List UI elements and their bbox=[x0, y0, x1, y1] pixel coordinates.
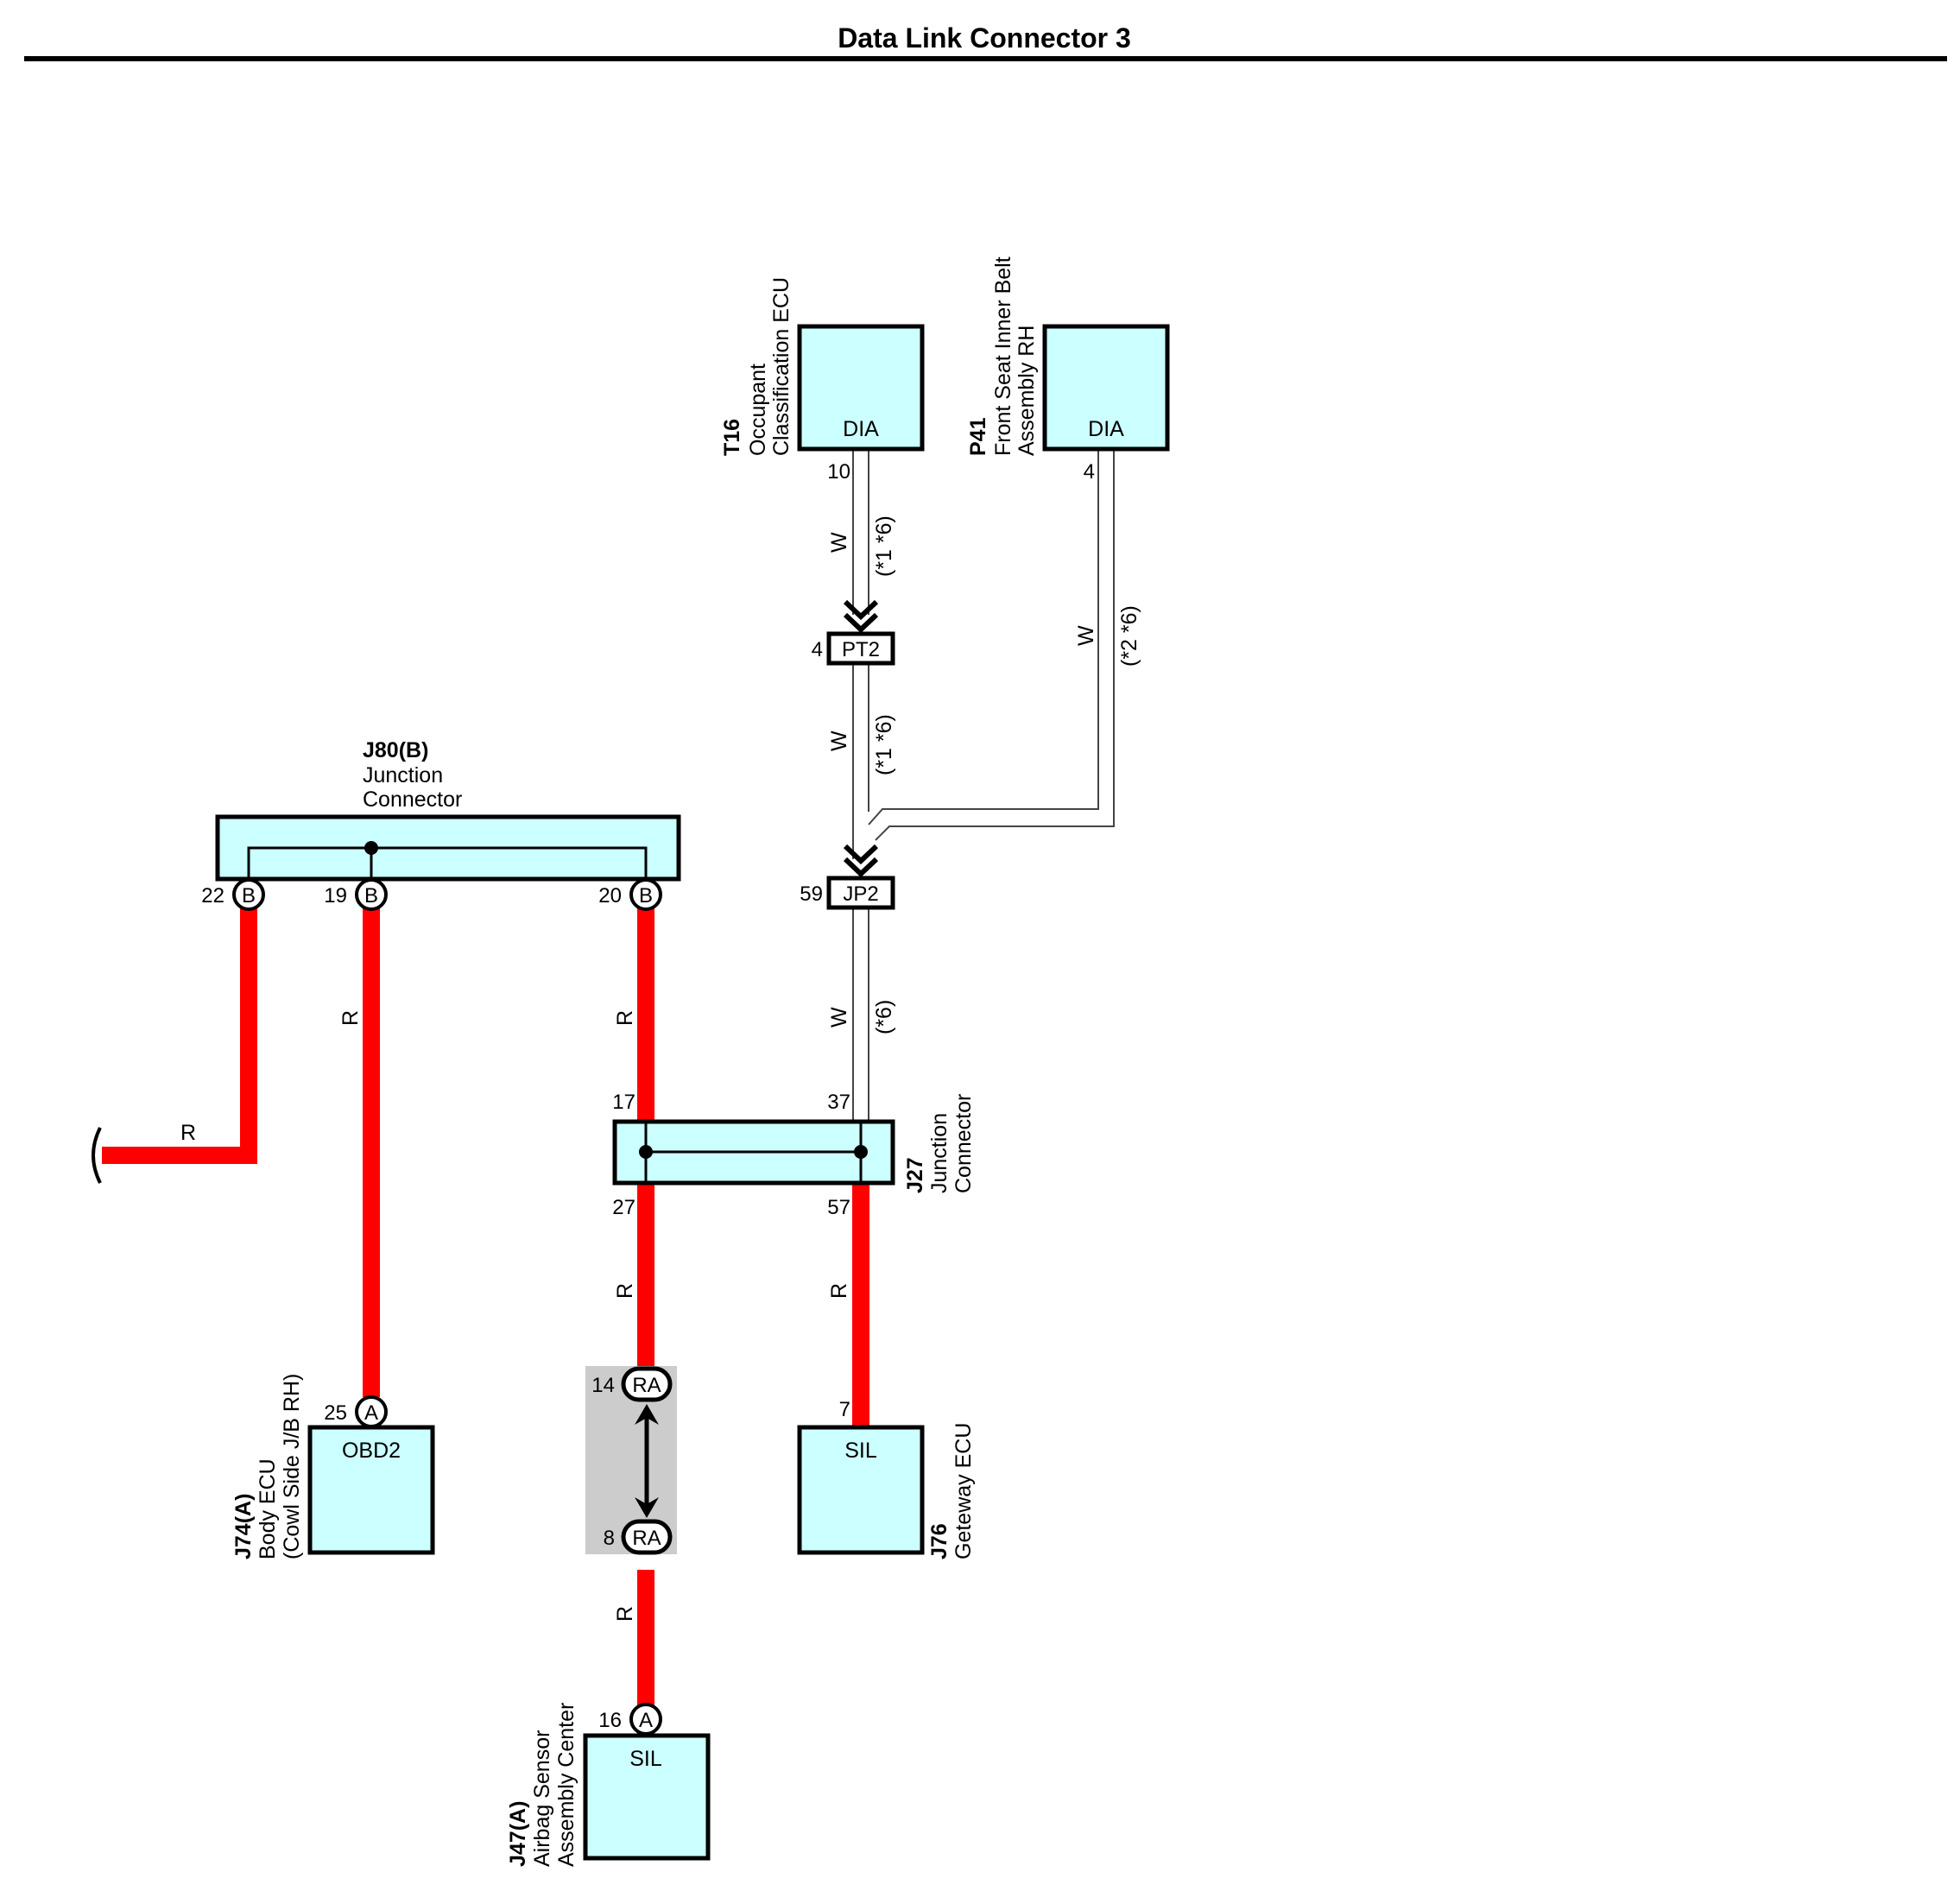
t16-id: T16 bbox=[720, 419, 744, 456]
j27-pin: 27 bbox=[612, 1196, 635, 1219]
wire-break-mark bbox=[92, 1127, 102, 1184]
j74-component-box bbox=[307, 1425, 435, 1555]
wire-condition: (*2 *6) bbox=[1117, 605, 1141, 667]
j47-pin-marker bbox=[629, 1703, 662, 1736]
j74-id: J74(A) bbox=[231, 1494, 256, 1559]
j76-terminal: SIL bbox=[844, 1439, 877, 1463]
connector-arrows bbox=[843, 599, 879, 878]
p41-component-box bbox=[1042, 324, 1170, 452]
p41-terminal: DIA bbox=[1088, 417, 1124, 441]
j80-pin-letter: B bbox=[242, 884, 256, 908]
p41-name-1: Front Seat Inner Belt bbox=[991, 256, 1015, 456]
j76-id: J76 bbox=[927, 1523, 952, 1559]
j80-name-1: Junction bbox=[363, 763, 443, 787]
j76-pin: 7 bbox=[839, 1398, 850, 1421]
pt2-pin: 4 bbox=[812, 638, 823, 661]
j80-splice-dot bbox=[364, 841, 378, 855]
wire-color-r: R bbox=[338, 1010, 363, 1026]
j47-id: J47(A) bbox=[506, 1801, 530, 1867]
j47-pin-letter: A bbox=[639, 1709, 653, 1732]
ra-label: RA bbox=[632, 1527, 661, 1550]
ra-arrow-up bbox=[635, 1404, 659, 1425]
j76-component-box bbox=[797, 1425, 925, 1555]
jp2-label: JP2 bbox=[843, 882, 878, 906]
t16-name-1: Occupant bbox=[746, 364, 770, 456]
j27-splice-dot bbox=[854, 1145, 868, 1159]
j80-pin-number: 20 bbox=[598, 884, 622, 908]
pt2-connector bbox=[826, 631, 895, 666]
wire-condition: (*1 *6) bbox=[872, 714, 896, 775]
j76-name-1: Geteway ECU bbox=[952, 1423, 976, 1559]
j27-name-2: Connector bbox=[952, 1094, 976, 1193]
wire-color-w: W bbox=[1074, 625, 1098, 646]
wire-condition: (*1 *6) bbox=[872, 515, 896, 577]
j47-name-1: Airbag Sensor bbox=[530, 1730, 554, 1867]
ra-arrow-down bbox=[635, 1497, 659, 1518]
j80-pin-20: B 20 bbox=[598, 878, 662, 911]
j80-pin-letter: B bbox=[639, 884, 653, 908]
wire-color-r: R bbox=[180, 1121, 196, 1145]
j74-terminal: OBD2 bbox=[342, 1439, 401, 1463]
j47-pin: 16 bbox=[598, 1709, 622, 1732]
jp2-connector bbox=[826, 876, 895, 910]
ra-pin: 14 bbox=[591, 1374, 615, 1397]
ra-pin: 8 bbox=[604, 1527, 615, 1550]
wire-color-r: R bbox=[613, 1283, 637, 1299]
j74-name-2: (Cowl Side J/B RH) bbox=[280, 1374, 304, 1559]
p41-name-2: Assembly RH bbox=[1015, 326, 1039, 456]
j27-splice-dot bbox=[639, 1145, 653, 1159]
j27-id: J27 bbox=[903, 1157, 927, 1193]
j27-pin: 37 bbox=[827, 1091, 850, 1114]
j27-pin: 57 bbox=[827, 1196, 850, 1219]
jp2-pin: 59 bbox=[800, 882, 823, 906]
j74-pin: 25 bbox=[324, 1401, 347, 1425]
wire-color-w: W bbox=[827, 730, 851, 751]
j80-pin-letter: B bbox=[364, 884, 378, 908]
ra-connector-top bbox=[621, 1366, 673, 1402]
j47-component-box bbox=[583, 1733, 711, 1861]
j80-pin-number: 19 bbox=[324, 884, 347, 908]
ra-label: RA bbox=[632, 1374, 661, 1397]
wire-condition: (*6) bbox=[872, 1000, 896, 1034]
wire-color-w: W bbox=[827, 1007, 851, 1028]
j47-name-2: Assembly Center bbox=[554, 1703, 579, 1867]
j74-pin-letter: A bbox=[364, 1401, 378, 1425]
wire-color-w: W bbox=[827, 532, 851, 553]
ra-connector-bottom bbox=[621, 1519, 673, 1555]
t16-component-box bbox=[797, 324, 925, 452]
j27-pin: 17 bbox=[612, 1091, 635, 1114]
j47-terminal: SIL bbox=[629, 1747, 662, 1771]
p41-id: P41 bbox=[966, 417, 990, 456]
pt2-label: PT2 bbox=[842, 638, 880, 661]
red-wires bbox=[102, 908, 869, 1708]
j80-pin-22: B 22 bbox=[201, 878, 265, 911]
j74-name-1: Body ECU bbox=[256, 1458, 280, 1559]
wire-color-r: R bbox=[827, 1283, 851, 1299]
j80-pin-number: 22 bbox=[201, 884, 224, 908]
t16-terminal: DIA bbox=[843, 417, 879, 441]
t16-pin: 10 bbox=[827, 460, 850, 484]
t16-name-2: Classification ECU bbox=[769, 277, 793, 456]
j80-id: J80(B) bbox=[363, 738, 428, 762]
p41-pin: 4 bbox=[1084, 460, 1095, 484]
white-wires bbox=[852, 451, 1115, 1123]
diagram-title: Data Link Connector 3 bbox=[838, 22, 1131, 54]
j27-name-1: Junction bbox=[927, 1113, 952, 1193]
j80-pin-19: B 19 bbox=[324, 878, 388, 911]
wire-color-r: R bbox=[613, 1010, 637, 1026]
j74-pin-marker bbox=[355, 1395, 388, 1428]
j80-name-2: Connector bbox=[363, 787, 462, 812]
j80-bus bbox=[247, 846, 648, 894]
wire-color-r: R bbox=[613, 1606, 637, 1622]
